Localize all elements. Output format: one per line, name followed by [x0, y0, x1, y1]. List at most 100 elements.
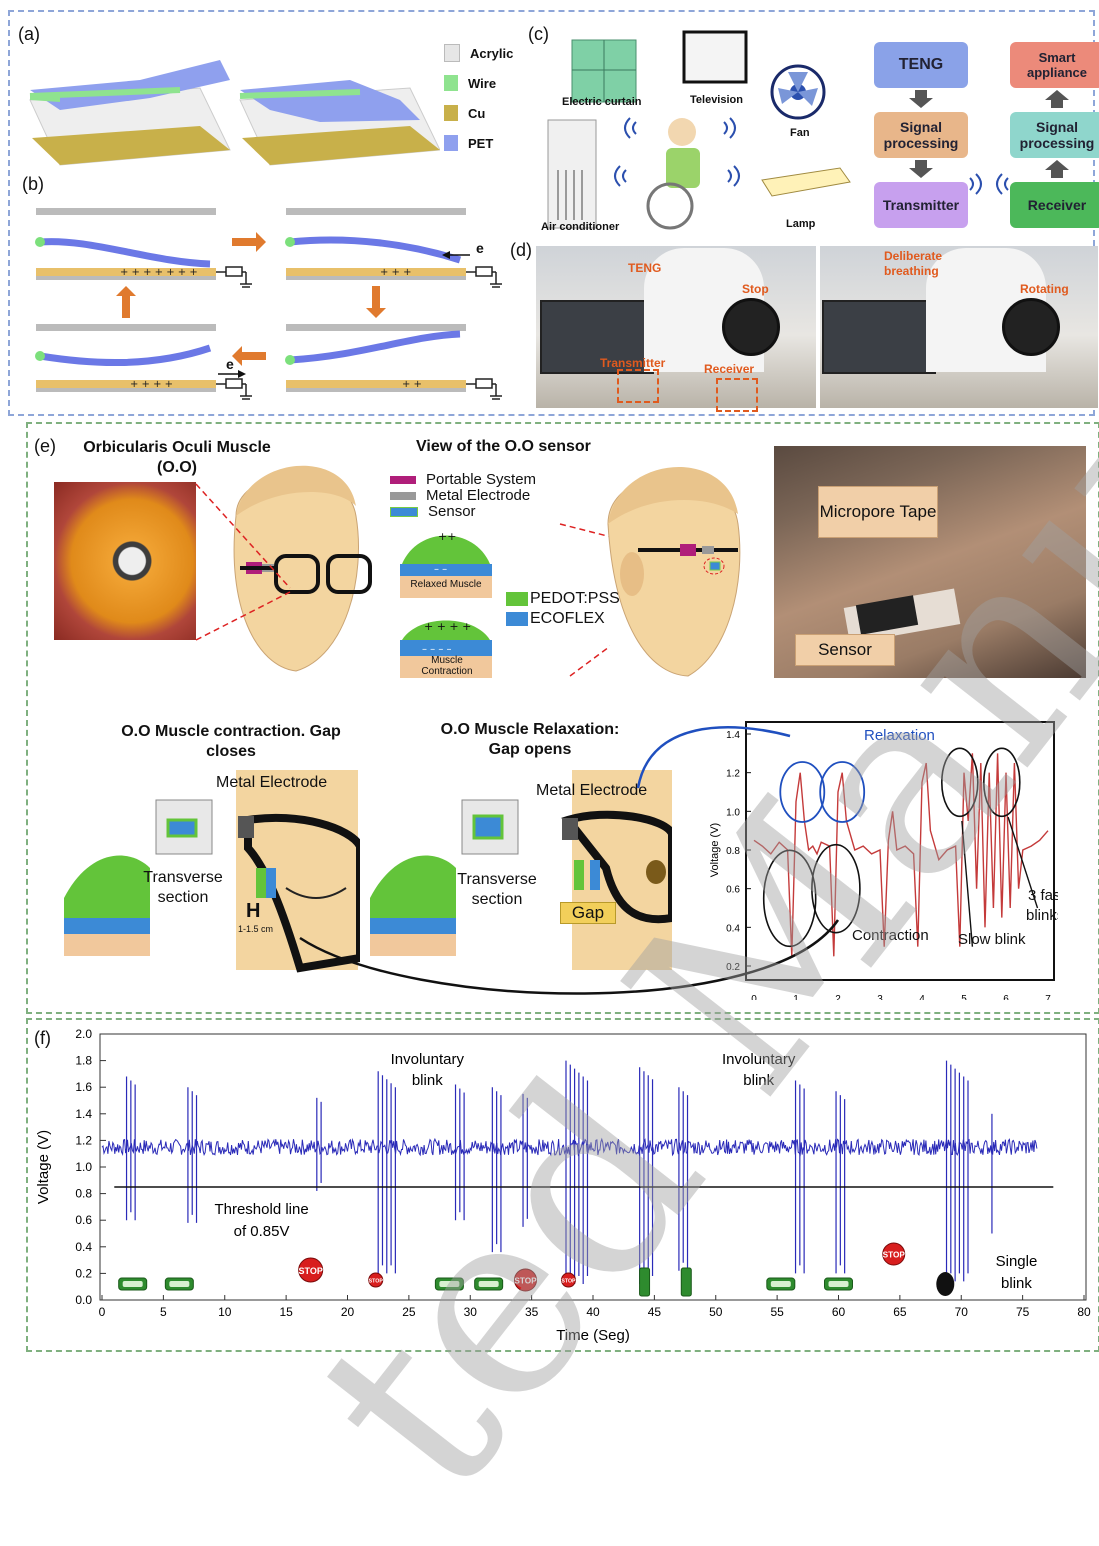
legend-swatch-pet — [444, 135, 458, 151]
stop-icon — [560, 1272, 576, 1288]
y-tick-label: 0.2 — [75, 1266, 92, 1280]
annotation-single-blink: blink — [1001, 1275, 1032, 1292]
sensor-state-diagrams: ++ – – + + + + – – – – — [400, 530, 492, 678]
swatch — [390, 506, 418, 517]
svg-text:++: ++ — [438, 530, 456, 543]
y-tick-label: 0.8 — [75, 1187, 92, 1201]
annotation-threshold: Threshold line — [214, 1201, 308, 1218]
annotation-fast-blinks: blinks — [1026, 907, 1058, 924]
stop-icon-text: STOP — [369, 1278, 384, 1284]
state-contraction: Muscle Contraction — [421, 655, 473, 677]
panel-b-label: (b) — [22, 174, 44, 194]
panel-d-label: (d) — [510, 240, 532, 260]
legend-portable-system: Portable System Metal Electrode Sensor — [390, 471, 536, 520]
x-tick-label: 60 — [832, 1305, 846, 1319]
electron-label: e — [226, 356, 234, 372]
y-tick-label: 0.2 — [726, 962, 740, 973]
annotation-slow-blink: Slow blink — [958, 931, 1026, 948]
fan — [1002, 298, 1060, 356]
annotation-contraction: Contraction — [852, 927, 929, 944]
y-axis-label: Voltage (V) — [35, 1130, 52, 1204]
h-label: H — [246, 900, 261, 922]
tag-micropore-tape: Micropore Tape — [818, 486, 938, 538]
contraction-illustration — [64, 770, 360, 973]
svg-text:+ +: + + — [402, 379, 422, 390]
y-tick-label: 0.6 — [75, 1213, 92, 1227]
flow-transmitter: Transmitter — [874, 182, 968, 228]
legend-swatch-wire — [444, 75, 458, 91]
stop-icon-text: STOP — [561, 1278, 576, 1284]
horizontal-command-icon — [122, 1281, 143, 1288]
legend-label: Cu — [468, 105, 486, 121]
swatch — [390, 475, 416, 484]
stop-icon-text: STOP — [514, 1277, 537, 1286]
x-tick-label: 70 — [955, 1305, 969, 1319]
x-tick-label: 75 — [1016, 1305, 1030, 1319]
device-label: Air conditioner — [541, 221, 620, 233]
flow-smart-appliance: Smart appliance — [1010, 42, 1099, 88]
horizontal-command-icon — [169, 1281, 190, 1288]
relaxation-title: O.O Muscle Relaxation: Gap opens — [440, 721, 620, 758]
y-tick-label: 1.8 — [75, 1054, 92, 1068]
transverse-section-label: Transverse section — [143, 869, 223, 906]
y-tick-label: 0.6 — [726, 885, 740, 896]
photo-label-rotating: Rotating — [1020, 282, 1069, 296]
y-tick-label: 1.2 — [75, 1133, 92, 1147]
annotation-single-blink: Single — [996, 1253, 1038, 1270]
x-tick-label: 35 — [525, 1305, 539, 1319]
callout-lines — [195, 483, 610, 677]
demo-photo-left — [536, 246, 816, 408]
y-tick-label: 1.2 — [726, 769, 740, 780]
swatch-pedot — [506, 592, 528, 606]
electron-label: e — [476, 240, 484, 256]
x-tick-label: 25 — [402, 1305, 416, 1319]
view-title: View of the O.O sensor — [416, 438, 591, 455]
photo-label-receiver: Receiver — [704, 362, 755, 376]
stop-icon — [513, 1268, 537, 1292]
y-tick-label: 1.0 — [726, 807, 740, 818]
panel-a-label: (a) — [18, 24, 40, 44]
teng-device-3d — [29, 60, 440, 166]
fan — [722, 298, 780, 356]
head-front-illustration — [233, 465, 372, 672]
pointer-line — [961, 820, 974, 947]
smart-home-illustration — [547, 30, 851, 230]
svg-text:+ + + +: + + + + — [424, 620, 471, 633]
contraction-circle — [762, 849, 817, 948]
contraction-circle — [811, 843, 861, 934]
y-axis-label: Voltage (V) — [709, 823, 721, 877]
y-tick-label: 1.6 — [75, 1080, 92, 1094]
oscilloscope — [540, 300, 654, 374]
transverse-section-label: Transverse section — [457, 871, 537, 908]
pointer-line — [1007, 816, 1039, 909]
device-label: Lamp — [786, 218, 816, 230]
svg-text:+ + +: + + + — [380, 267, 412, 278]
legend-label: Wire — [468, 75, 497, 91]
state-relaxed: Relaxed Muscle — [410, 579, 482, 590]
legend-label: PEDOT:PSS — [530, 590, 620, 607]
relaxation-circle — [819, 761, 866, 823]
flow-arrows — [909, 90, 1069, 195]
y-tick-label: 1.4 — [75, 1107, 92, 1121]
connector-curves — [299, 726, 840, 995]
x-tick-label: 45 — [648, 1305, 662, 1319]
eye-muscle-anatomy — [54, 482, 196, 640]
swatch — [390, 491, 416, 500]
annotation-fast-blinks: 3 fast — [1028, 887, 1058, 904]
stop-icon-text: STOP — [883, 1251, 906, 1260]
x-tick-label: 15 — [279, 1305, 293, 1319]
legend-label: Metal Electrode — [426, 487, 531, 504]
legend-swatch-acrylic — [444, 44, 460, 62]
x-tick-label: 40 — [586, 1305, 600, 1319]
x-tick-label: 65 — [893, 1305, 907, 1319]
y-tick-label: 0.0 — [75, 1293, 92, 1307]
x-tick-label: 7 — [1045, 994, 1051, 1000]
y-tick-label: 0.4 — [75, 1240, 92, 1254]
legend-swatch-cu — [444, 105, 458, 121]
teng-working-mechanism: + + + + + + + + + + + + + + + + — [35, 208, 502, 400]
legend-label: ECOFLEX — [530, 610, 605, 627]
signal-baseline — [101, 1137, 1038, 1157]
highlight-box — [617, 369, 659, 403]
stop-icon — [368, 1272, 384, 1288]
